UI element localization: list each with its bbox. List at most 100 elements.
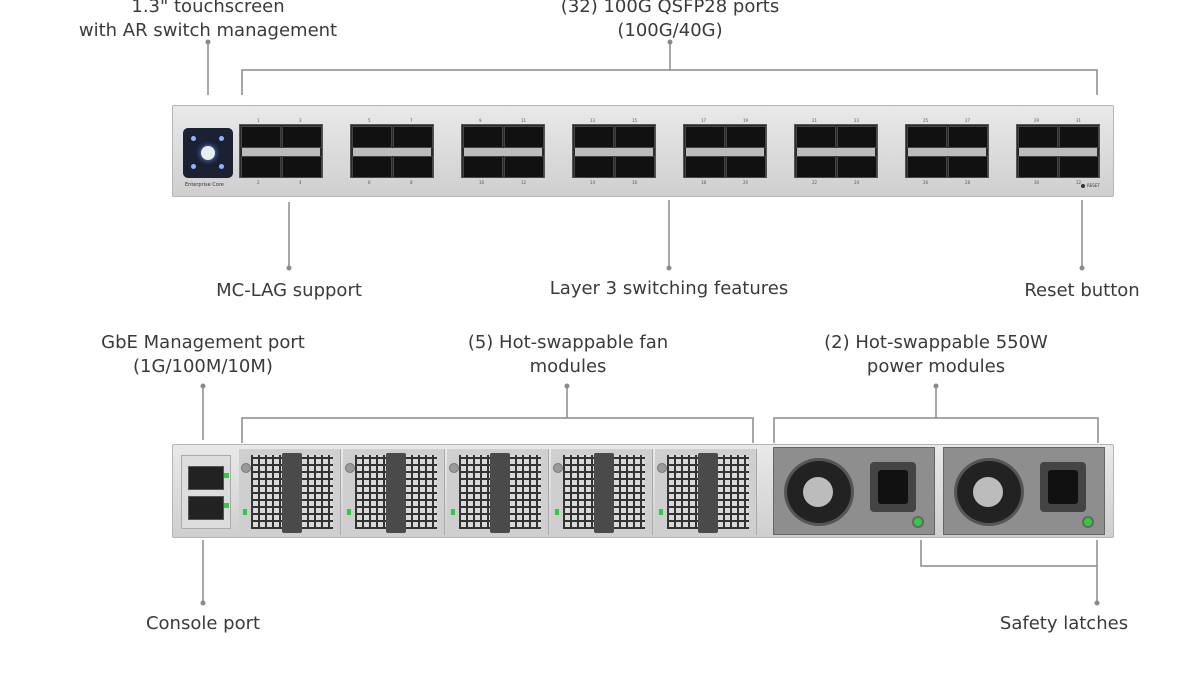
qsfp-port[interactable] (504, 126, 544, 148)
port-number: 3 (299, 118, 302, 123)
port-number: 6 (368, 180, 371, 185)
port-number: 20 (743, 180, 749, 185)
safety-latch[interactable] (912, 516, 924, 528)
qsfp-led-strip (797, 148, 875, 156)
port-number: 23 (854, 118, 860, 123)
qsfp-port[interactable] (1018, 156, 1058, 178)
qsfp-ports-label: (32) 100G QSFP28 ports (100G/40G) (561, 0, 779, 43)
dot-layer3 (666, 265, 672, 271)
port-number: 31 (1076, 118, 1082, 123)
power-socket[interactable] (870, 462, 916, 512)
qsfp-port-group (1016, 124, 1100, 178)
qsfp-port[interactable] (282, 126, 322, 148)
screw-icon (241, 463, 251, 473)
psu-fan-hub (973, 477, 1003, 507)
fan-handle[interactable] (698, 453, 718, 533)
qsfp-port[interactable] (1018, 126, 1058, 148)
qsfp-port[interactable] (241, 126, 281, 148)
qsfp-port[interactable] (282, 156, 322, 178)
port-number: 14 (590, 180, 596, 185)
qsfp-port[interactable] (837, 126, 877, 148)
fan-handle[interactable] (594, 453, 614, 533)
fan-led (451, 509, 455, 515)
qsfp-port[interactable] (574, 156, 614, 178)
port-number: 24 (854, 180, 860, 185)
fan-module[interactable] (447, 449, 549, 535)
qsfp-led-strip (464, 148, 542, 156)
fan-module[interactable] (551, 449, 653, 535)
port-number: 22 (812, 180, 818, 185)
dot-psu (933, 383, 939, 389)
qsfp-port[interactable] (948, 156, 988, 178)
port-number: 4 (299, 180, 302, 185)
dot-mgmt (200, 383, 206, 389)
power-module[interactable] (773, 447, 935, 535)
qsfp-port[interactable] (352, 156, 392, 178)
qsfp-port[interactable] (907, 126, 947, 148)
qsfp-port[interactable] (1059, 156, 1099, 178)
qsfp-port[interactable] (463, 126, 503, 148)
fans-label-line1: (5) Hot-swappable fan (467, 332, 669, 353)
qsfp-port-group (350, 124, 434, 178)
fan-handle[interactable] (386, 453, 406, 533)
qsfp-port[interactable] (504, 156, 544, 178)
qsfp-port[interactable] (393, 156, 433, 178)
qsfp-port[interactable] (837, 156, 877, 178)
touchscreen-dial-icon (201, 146, 215, 160)
port-number: 26 (923, 180, 929, 185)
qsfp-port[interactable] (685, 126, 725, 148)
layer3-label: Layer 3 switching features (549, 278, 789, 299)
touchscreen-label-line1: 1.3" touchscreen (131, 0, 285, 17)
touchscreen-icon (219, 164, 224, 169)
qsfp-port[interactable] (796, 126, 836, 148)
fan-handle[interactable] (490, 453, 510, 533)
port-number: 8 (410, 180, 413, 185)
power-module[interactable] (943, 447, 1105, 535)
psu-fan-hub (803, 477, 833, 507)
mgmt-port[interactable] (188, 466, 229, 490)
fan-handle[interactable] (282, 453, 302, 533)
psu-label-line1: (2) Hot-swappable 550W (824, 332, 1048, 353)
console-port[interactable] (188, 496, 229, 520)
port-number: 9 (479, 118, 482, 123)
fan-module[interactable] (343, 449, 445, 535)
mgmt-port-label-line2: (1G/100M/10M) (133, 356, 273, 377)
port-number: 29 (1034, 118, 1040, 123)
port-number: 17 (701, 118, 707, 123)
mgmt-port-label-line1: GbE Management port (101, 332, 305, 353)
psu-label: (2) Hot-swappable 550W power modules (824, 331, 1048, 379)
qsfp-port[interactable] (615, 156, 655, 178)
qsfp-port[interactable] (726, 156, 766, 178)
fan-module[interactable] (655, 449, 757, 535)
qsfp-port[interactable] (685, 156, 725, 178)
qsfp-port[interactable] (574, 126, 614, 148)
reset-button[interactable] (1081, 184, 1085, 188)
mgmt-console-block (181, 455, 231, 529)
qsfp-port[interactable] (948, 126, 988, 148)
screw-icon (345, 463, 355, 473)
safety-latch[interactable] (1082, 516, 1094, 528)
screw-icon (553, 463, 563, 473)
fan-led (347, 509, 351, 515)
power-socket[interactable] (1040, 462, 1086, 512)
qsfp-led-strip (353, 148, 431, 156)
qsfp-led-strip (686, 148, 764, 156)
fan-module[interactable] (239, 449, 341, 535)
qsfp-port[interactable] (796, 156, 836, 178)
qsfp-port[interactable] (1059, 126, 1099, 148)
port-number: 32 (1076, 180, 1082, 185)
qsfp-port[interactable] (907, 156, 947, 178)
port-number: 27 (965, 118, 971, 123)
qsfp-port[interactable] (393, 126, 433, 148)
qsfp-port[interactable] (241, 156, 281, 178)
qsfp-port[interactable] (463, 156, 503, 178)
reset-text: RESET (1087, 183, 1100, 188)
qsfp-port[interactable] (615, 126, 655, 148)
mgmt-led (224, 473, 229, 478)
qsfp-port[interactable] (726, 126, 766, 148)
touchscreen[interactable] (183, 128, 233, 178)
port-number: 16 (632, 180, 638, 185)
qsfp-port[interactable] (352, 126, 392, 148)
port-number: 11 (521, 118, 527, 123)
port-number: 7 (410, 118, 413, 123)
